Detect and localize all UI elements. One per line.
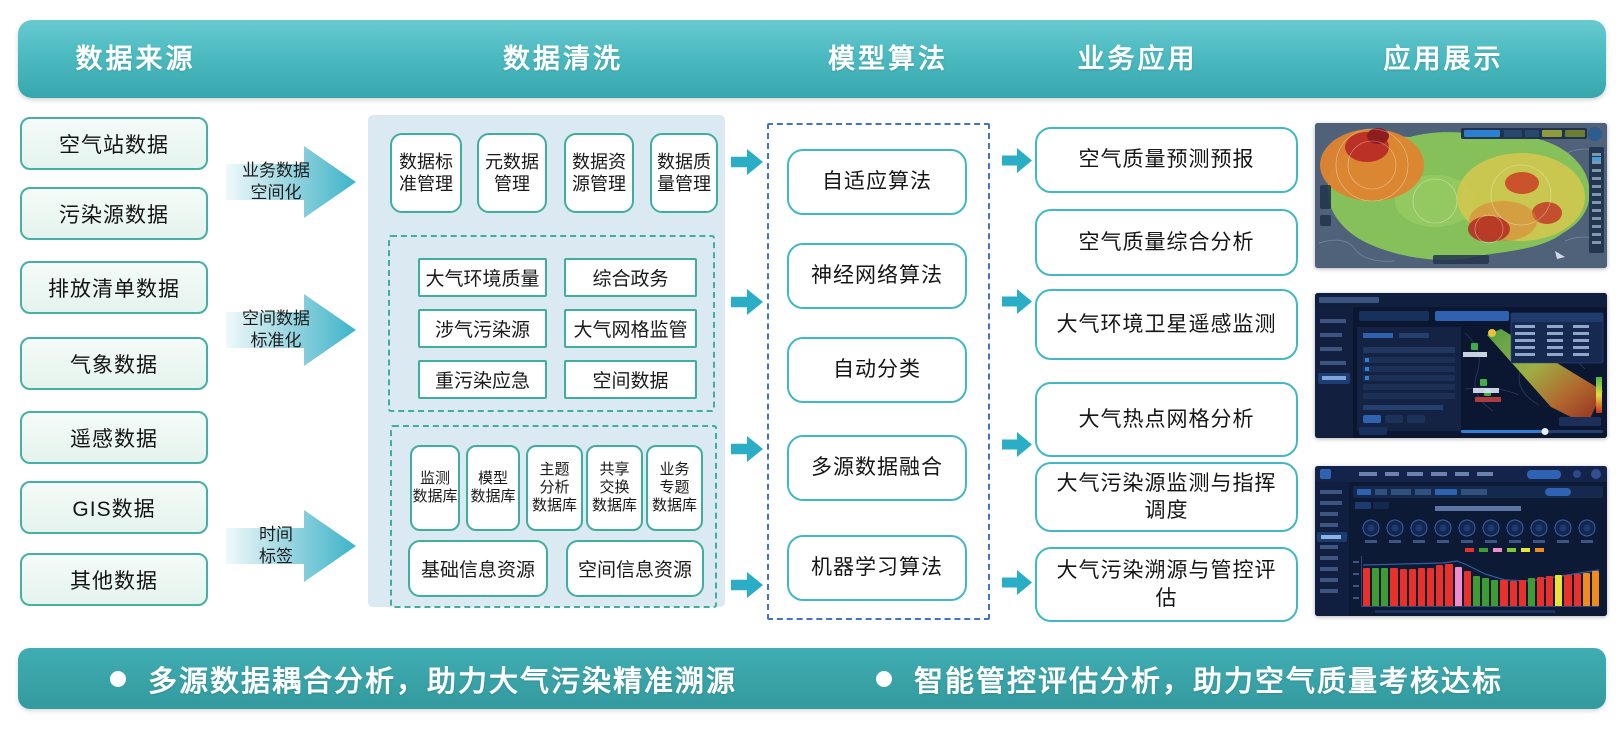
domain-box: 综合政务 bbox=[564, 258, 697, 297]
domain-box: 重污染应急 bbox=[418, 360, 547, 399]
flow-arrow-icon bbox=[731, 289, 763, 315]
flow-arrow-icon bbox=[1002, 148, 1032, 173]
database-box: 业务 专题 数据库 bbox=[646, 445, 703, 531]
flow-arrow-icon bbox=[1002, 432, 1032, 457]
application-box: 大气环境卫星遥感监测 bbox=[1035, 289, 1298, 360]
application-box: 大气热点网格分析 bbox=[1035, 382, 1298, 457]
aq-heatmap-graphic bbox=[1315, 123, 1607, 268]
showcase-image-assessment-dashboard bbox=[1315, 466, 1607, 616]
database-box: 共享 交换 数据库 bbox=[586, 445, 643, 531]
application-box: 空气质量综合分析 bbox=[1035, 209, 1298, 276]
domain-box: 涉气污染源 bbox=[418, 309, 547, 348]
database-box: 主题 分析 数据库 bbox=[526, 445, 583, 531]
management-box: 数据标 准管理 bbox=[390, 133, 462, 213]
flow-arrow-icon bbox=[1002, 289, 1032, 314]
satellite-dashboard-graphic bbox=[1315, 293, 1607, 438]
algorithm-box: 神经网络算法 bbox=[787, 243, 967, 309]
header-model-algorithms: 模型算法 bbox=[828, 44, 948, 74]
source-box: 气象数据 bbox=[20, 337, 208, 390]
flow-arrow-icon bbox=[731, 572, 763, 598]
source-box: 排放清单数据 bbox=[20, 261, 208, 314]
flow-arrow-standardization bbox=[226, 294, 356, 366]
source-box: GIS数据 bbox=[20, 481, 208, 534]
database-group bbox=[390, 425, 717, 608]
showcase-image-aq-forecast-map bbox=[1315, 123, 1607, 268]
application-box: 大气污染溯源与管控评估 bbox=[1035, 547, 1298, 622]
header-bar: 数据来源 数据清洗 模型算法 业务应用 应用展示 bbox=[18, 20, 1606, 98]
flow-arrow-label: 时间 标签 bbox=[259, 524, 293, 566]
footer-bullet-text: 智能管控评估分析，助力空气质量考核达标 bbox=[914, 665, 1504, 698]
bullet-dot-icon bbox=[110, 670, 126, 687]
flow-arrow-icon bbox=[731, 149, 763, 175]
domain-box: 大气环境质量 bbox=[418, 258, 547, 297]
bullet-dot-icon bbox=[876, 670, 892, 687]
management-box: 数据质 量管理 bbox=[650, 133, 718, 213]
flow-arrow-spatialization bbox=[226, 146, 356, 218]
footer-bullet: 智能管控评估分析，助力空气质量考核达标 bbox=[876, 648, 1503, 709]
footer-bullet: 多源数据耦合分析，助力大气污染精准溯源 bbox=[110, 648, 737, 709]
database-box: 监测 数据库 bbox=[410, 445, 460, 531]
domain-data-group bbox=[388, 235, 715, 412]
flow-arrow-label: 业务数据 空间化 bbox=[242, 160, 310, 202]
source-box: 空气站数据 bbox=[20, 117, 208, 170]
algorithm-box: 多源数据融合 bbox=[787, 435, 967, 501]
algorithm-box: 机器学习算法 bbox=[787, 535, 967, 601]
management-box: 元数据 管理 bbox=[477, 133, 547, 213]
assessment-bar-chart bbox=[1363, 558, 1600, 606]
header-data-sources: 数据来源 bbox=[75, 44, 196, 74]
flow-arrow-label: 空间数据 标准化 bbox=[242, 308, 310, 350]
domain-box: 大气网格监管 bbox=[564, 309, 697, 348]
source-box: 污染源数据 bbox=[20, 187, 208, 240]
chart-legend bbox=[1465, 548, 1544, 552]
algorithm-box: 自动分类 bbox=[787, 337, 967, 403]
header-business-applications: 业务应用 bbox=[1077, 44, 1198, 74]
flow-arrow-icon bbox=[1002, 570, 1032, 595]
footer-bullet-text: 多源数据耦合分析，助力大气污染精准溯源 bbox=[148, 665, 738, 698]
footer-bar: 多源数据耦合分析，助力大气污染精准溯源 智能管控评估分析，助力空气质量考核达标 bbox=[18, 648, 1606, 709]
source-box: 其他数据 bbox=[20, 553, 208, 606]
header-data-cleaning: 数据清洗 bbox=[503, 44, 623, 74]
resource-box: 基础信息资源 bbox=[408, 540, 548, 597]
algorithm-box: 自适应算法 bbox=[787, 149, 967, 215]
database-box: 模型 数据库 bbox=[466, 445, 520, 531]
flow-arrow-icon bbox=[731, 436, 763, 462]
resource-box: 空间信息资源 bbox=[566, 540, 704, 597]
application-box: 空气质量预测预报 bbox=[1035, 127, 1298, 193]
source-box: 遥感数据 bbox=[20, 411, 208, 464]
application-box: 大气污染源监测与指挥调度 bbox=[1035, 462, 1298, 532]
showcase-image-satellite-monitoring bbox=[1315, 293, 1607, 438]
medal-icons-row bbox=[1362, 519, 1596, 537]
domain-box: 空间数据 bbox=[564, 360, 697, 399]
management-box: 数据资 源管理 bbox=[564, 133, 634, 213]
header-application-display: 应用展示 bbox=[1383, 44, 1504, 74]
flow-arrow-time-label bbox=[226, 510, 356, 582]
